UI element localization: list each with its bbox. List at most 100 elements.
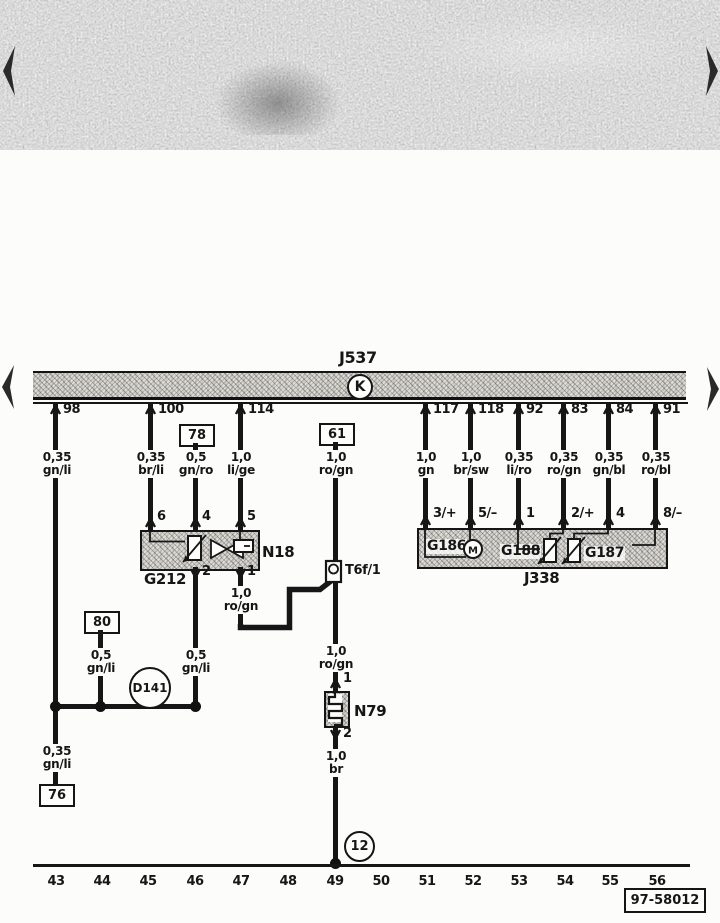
continuation-arrow-left-icon[interactable] xyxy=(1,362,17,412)
pin-arrow-icon xyxy=(557,402,570,415)
track-number: 54 xyxy=(556,874,574,889)
track-number: 56 xyxy=(648,874,666,889)
track-number: 55 xyxy=(601,874,619,889)
track-number: 49 xyxy=(326,874,344,889)
pin-arrow-icon xyxy=(512,402,525,415)
j338-pin-number: 2/+ xyxy=(571,506,595,521)
pin-arrow-icon xyxy=(602,402,615,415)
track-number: 52 xyxy=(464,874,482,889)
pin-arrow-icon xyxy=(649,513,662,526)
bus-pin-number: 118 xyxy=(478,402,504,417)
junction-dot xyxy=(190,701,201,712)
j338-pin-number: 5/– xyxy=(478,506,497,521)
component-label-g186: G186 xyxy=(426,538,468,554)
junction-dot xyxy=(330,858,341,869)
continuation-arrow-right-icon[interactable] xyxy=(704,364,720,414)
ground-marker-12: 12 xyxy=(344,831,375,862)
solenoid-icon xyxy=(233,539,254,553)
pin-arrow-icon xyxy=(234,568,247,581)
component-label-n18: N18 xyxy=(262,543,295,561)
bus-pin-number: 92 xyxy=(526,402,544,417)
module-label-j537: J537 xyxy=(339,348,377,367)
connection-box-76: 76 xyxy=(39,784,75,807)
bus-pin-number: 98 xyxy=(63,402,81,417)
pin-arrow-icon xyxy=(234,515,247,528)
continuation-arrow-right-icon[interactable] xyxy=(703,42,719,100)
track-number: 53 xyxy=(510,874,528,889)
wire-t6f-to-n79 xyxy=(333,582,338,691)
junction-dot xyxy=(50,701,61,712)
wire-61-to-t6f xyxy=(333,442,338,563)
j338-internal-wire xyxy=(632,530,656,546)
svg-text:M: M xyxy=(468,546,478,557)
j338-pin-number: 1 xyxy=(526,506,535,521)
pin-arrow-icon xyxy=(49,402,62,415)
scanned-photo-band xyxy=(33,8,690,141)
j338-pin-number: 3/+ xyxy=(433,506,457,521)
track-number: 48 xyxy=(279,874,297,889)
component-label-g187: G187 xyxy=(584,545,626,561)
continuation-arrow-left-icon[interactable] xyxy=(2,42,18,100)
heater-element-icon xyxy=(327,691,344,728)
harness-connection-d141: D141 xyxy=(129,667,171,709)
bus-pin-number: 100 xyxy=(158,402,184,417)
busbar-underline xyxy=(33,402,688,404)
pin-arrow-icon xyxy=(464,402,477,415)
track-number: 46 xyxy=(186,874,204,889)
pin-arrow-icon xyxy=(602,513,615,526)
pin-arrow-icon xyxy=(557,513,570,526)
n18-pin-number: 6 xyxy=(157,509,166,524)
n79-pin-number: 2 xyxy=(343,726,352,741)
n18-pin-number: 1 xyxy=(247,564,256,579)
component-label-j338: J338 xyxy=(524,569,560,587)
bus-pin-number: 83 xyxy=(571,402,589,417)
bus-pin-number: 84 xyxy=(616,402,634,417)
valve-icon xyxy=(210,538,229,560)
wire-elbow-n18-to-t6f xyxy=(237,576,336,631)
component-label-n79: N79 xyxy=(354,702,387,720)
k-terminal-marker: K xyxy=(347,374,373,400)
j338-internal-wire xyxy=(517,530,540,550)
pin-arrow-icon xyxy=(649,402,662,415)
junction-dot xyxy=(95,701,106,712)
diagram-reference-number: 97-58012 xyxy=(624,888,706,913)
connector-label-t6f: T6f/1 xyxy=(345,563,381,578)
j338-internal-wire xyxy=(549,530,564,539)
pin-arrow-icon xyxy=(512,513,525,526)
pin-arrow-icon xyxy=(144,402,157,415)
component-label-g212: G212 xyxy=(144,570,187,588)
pin-arrow-icon xyxy=(464,513,477,526)
pin-arrow-icon xyxy=(419,513,432,526)
pin-arrow-icon xyxy=(419,402,432,415)
pin-arrow-icon xyxy=(234,402,247,415)
bus-pin-number: 91 xyxy=(663,402,681,417)
arrowhead-icon xyxy=(183,555,189,562)
track-number: 43 xyxy=(47,874,65,889)
n18-pin-number: 4 xyxy=(202,509,211,524)
j338-internal-wire xyxy=(424,530,466,558)
pin-arrow-icon xyxy=(189,515,202,528)
track-baseline xyxy=(33,864,690,867)
wire-n18-pin2-down xyxy=(193,567,198,709)
j338-pin-number: 4 xyxy=(616,506,625,521)
n79-pin-number: 1 xyxy=(343,671,352,686)
j338-internal-wire xyxy=(573,530,609,539)
component-label-g188: G188 xyxy=(500,543,542,559)
n79-element-bg xyxy=(328,694,342,722)
